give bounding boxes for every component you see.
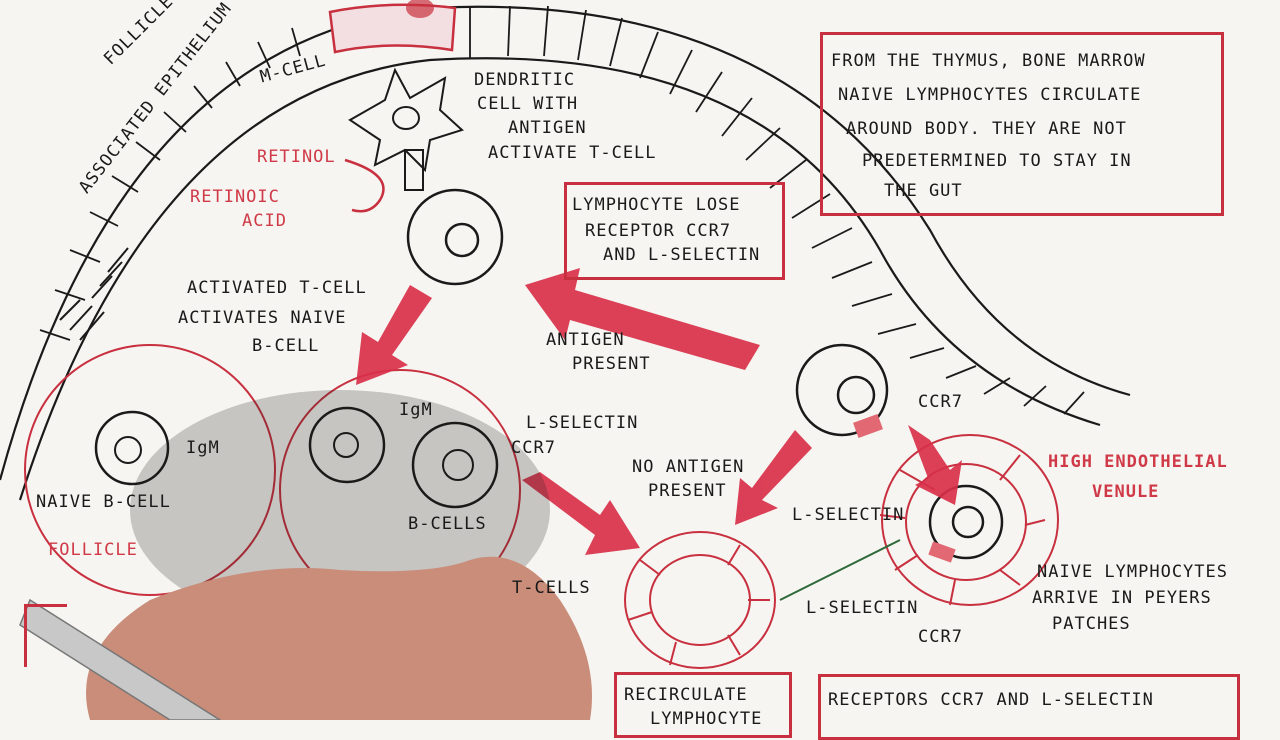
lymph-vessel bbox=[624, 531, 776, 669]
hev-ccr7-marker bbox=[928, 541, 956, 563]
epithelium-arc bbox=[0, 5, 1131, 501]
t-cell bbox=[406, 188, 504, 286]
naive-b-cell bbox=[94, 410, 170, 486]
lymphocyte-lose-box bbox=[564, 182, 785, 280]
label-antigen-present-1: ANTIGEN bbox=[546, 330, 625, 350]
label-naive-arrive-2: ARRIVE IN PEYERS bbox=[1032, 588, 1212, 608]
label-dendritic-1: DENDRITIC bbox=[474, 70, 576, 90]
tcr-receptor bbox=[404, 149, 424, 191]
hev-vessel bbox=[879, 434, 1059, 606]
label-naive-arrive-3: PATCHES bbox=[1052, 614, 1131, 634]
label-follicle-bottom: FOLLICLE bbox=[48, 540, 138, 560]
b-cell-1-nucleus bbox=[333, 432, 359, 458]
b-cell-1 bbox=[308, 406, 386, 484]
connector-line bbox=[779, 539, 901, 601]
diagram-canvas bbox=[0, 0, 1131, 720]
hand bbox=[86, 556, 592, 720]
lymphocyte-right bbox=[795, 343, 889, 437]
label-b-cells: B-CELLS bbox=[408, 514, 487, 534]
lymphocyte-lose-line-1: LYMPHOCYTE LOSE bbox=[572, 195, 741, 215]
retinol-arrow bbox=[344, 158, 385, 213]
label-ccr7-bottom: CCR7 bbox=[918, 627, 963, 647]
label-ccr7-mid: CCR7 bbox=[511, 438, 556, 458]
label-dendritic-3: ANTIGEN bbox=[508, 118, 587, 138]
label-no-antigen-2: PRESENT bbox=[648, 481, 727, 501]
label-naive-arrive-1: NAIVE LYMPHOCYTES bbox=[1037, 562, 1228, 582]
lymphocyte-right-nucleus bbox=[836, 375, 876, 415]
label-activated-1: ACTIVATED T-CELL bbox=[187, 278, 367, 298]
label-retinoic-1: RETINOIC bbox=[190, 187, 280, 207]
dendritic-cell bbox=[348, 67, 464, 173]
lymph-hatch bbox=[59, 247, 129, 341]
label-no-antigen-1: NO ANTIGEN bbox=[632, 457, 745, 477]
label-retinoic-2: ACID bbox=[242, 211, 287, 231]
label-activated-2: ACTIVATES NAIVE bbox=[178, 308, 347, 328]
label-l-selectin-mid: L-SELECTIN bbox=[526, 413, 639, 433]
b-cell-2 bbox=[411, 421, 499, 509]
lymphocyte-lose-line-3: AND L-SELECTIN bbox=[603, 245, 761, 265]
label-antigen-present-2: PRESENT bbox=[572, 354, 651, 374]
lymphocyte-lose-line-2: RECEPTOR CCR7 bbox=[585, 221, 732, 241]
dendritic-nucleus bbox=[392, 106, 420, 130]
thymus-note-line-4: PREDETERMINED TO STAY IN bbox=[862, 151, 1132, 171]
follicle-circle-left bbox=[24, 344, 276, 596]
recirculate-line-1: RECIRCULATE bbox=[624, 685, 748, 705]
label-naive-b-cell: NAIVE B-CELL bbox=[36, 492, 171, 512]
thymus-note-line-3: AROUND BODY. THEY ARE NOT bbox=[846, 119, 1127, 139]
label-ccr7-right: CCR7 bbox=[918, 392, 963, 412]
hev-lymphocyte bbox=[928, 484, 1004, 560]
b-cell-2-nucleus bbox=[442, 449, 474, 481]
label-t-cells: T-CELLS bbox=[512, 578, 591, 598]
label-activated-3: B-CELL bbox=[252, 336, 320, 356]
left-bottom-box bbox=[24, 604, 67, 667]
t-cell-nucleus bbox=[444, 222, 480, 258]
label-dendritic-4: ACTIVATE T-CELL bbox=[488, 143, 657, 163]
red-arrows bbox=[356, 268, 962, 555]
thymus-note-line-5: THE GUT bbox=[884, 181, 963, 201]
label-igm-mid: IgM bbox=[399, 400, 433, 420]
hev-lymphocyte-nucleus bbox=[951, 505, 985, 539]
receptors-line: RECEPTORS CCR7 AND L-SELECTIN bbox=[828, 690, 1154, 710]
label-l-selectin-right: L-SELECTIN bbox=[792, 505, 905, 525]
label-hev-1: HIGH ENDOTHELIAL bbox=[1048, 452, 1228, 472]
label-l-selectin-bottom: L-SELECTIN bbox=[806, 598, 919, 618]
marker-pen bbox=[19, 598, 222, 720]
label-hev-2: VENULE bbox=[1092, 482, 1160, 502]
thymus-note-line-2: NAIVE LYMPHOCYTES CIRCULATE bbox=[838, 85, 1142, 105]
thymus-note-box bbox=[820, 32, 1224, 216]
label-retinol: RETINOL bbox=[257, 147, 336, 167]
naive-b-nucleus bbox=[114, 436, 142, 464]
label-igm-left: IgM bbox=[186, 438, 220, 458]
m-cell-nucleus bbox=[406, 0, 434, 18]
thymus-note-line-1: FROM THE THYMUS, BONE MARROW bbox=[831, 51, 1146, 71]
label-dendritic-2: CELL WITH bbox=[477, 94, 579, 114]
recirculate-line-2: LYMPHOCYTE bbox=[650, 709, 763, 729]
m-cell-shape bbox=[328, 3, 457, 54]
ccr7-marker bbox=[853, 414, 883, 438]
